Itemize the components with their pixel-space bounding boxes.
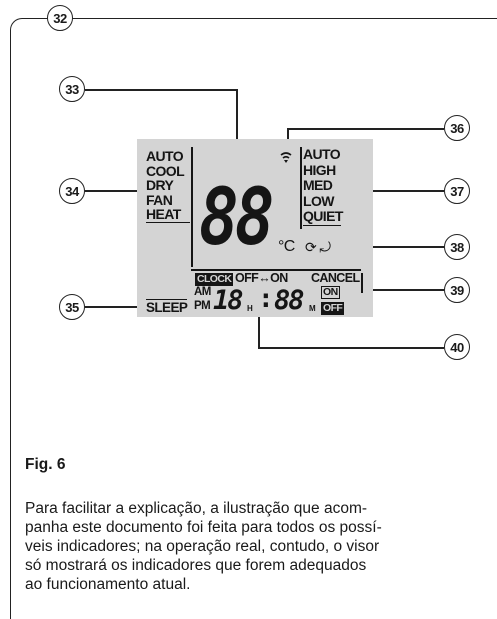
callout-32: 32 (47, 5, 73, 31)
fan-separator (300, 147, 302, 229)
temperature-digits: 88 (199, 171, 275, 263)
mode-fan: FAN (146, 191, 173, 208)
fan-quiet: QUIET (303, 208, 343, 226)
figure-frame (10, 18, 497, 619)
swing-icon: ⟳ ⤾ (305, 239, 331, 255)
callout-39: 39 (444, 277, 470, 303)
cancel-label: CANCEL (311, 271, 360, 285)
pm-label: PM (194, 300, 211, 312)
mode-cool: COOL (146, 162, 185, 179)
callout-37: 37 (444, 178, 470, 204)
fan-auto: AUTO (303, 146, 341, 162)
callout-33: 33 (59, 76, 85, 102)
fan-med: MED (303, 177, 333, 193)
fan-high: HIGH (303, 161, 336, 178)
time-colon: : (258, 284, 274, 314)
signal-icon (280, 152, 292, 163)
paragraph-line: veis indicadores; na operação real, cont… (25, 538, 380, 555)
mode-indicators: AUTO COOL DRY FAN HEAT (146, 149, 190, 223)
callout-34: 34 (59, 178, 85, 204)
leader-33-v (236, 89, 238, 185)
mode-separator (191, 147, 193, 267)
off-label: OFF (321, 302, 345, 315)
callout-36: 36 (444, 115, 470, 141)
callout-40: 40 (444, 334, 470, 360)
minute-unit: M (309, 304, 316, 313)
paragraph-line: Para facilitar a explicação, a ilustraçã… (25, 500, 368, 517)
hour-digits: 18 (213, 285, 243, 316)
fan-speed-indicators: AUTO HIGH MED LOW QUIET (303, 146, 343, 226)
leader-40-h (258, 347, 444, 349)
leader-34 (85, 190, 137, 192)
temperature-unit: °C (278, 238, 295, 255)
leader-38 (373, 246, 444, 248)
mode-dry: DRY (146, 177, 174, 193)
description-paragraph: Para facilitar a explicação, a ilustraçã… (25, 499, 495, 594)
callout-38: 38 (444, 234, 470, 260)
paragraph-line: só mostrará os indicadores que forem ade… (25, 557, 367, 574)
leader-36-h (287, 128, 444, 130)
figure-caption: Fig. 6 (25, 456, 66, 473)
hour-unit: H (247, 304, 253, 313)
leader-35 (85, 306, 137, 308)
sleep-label: SLEEP (146, 299, 188, 315)
mode-heat: HEAT (146, 207, 190, 223)
leader-37 (372, 190, 444, 192)
off-on-label: OFF↔ON (235, 271, 288, 285)
am-label: AM (194, 286, 211, 298)
leader-33-h (85, 89, 237, 91)
leader-39 (362, 289, 444, 291)
callout-35: 35 (59, 294, 85, 320)
lcd-display: AUTO COOL DRY FAN HEAT 88 °C AUTO HIGH M… (137, 139, 373, 317)
on-label: ON (321, 286, 340, 299)
fan-low: LOW (303, 192, 334, 209)
mode-auto: AUTO (146, 148, 184, 164)
clock-label: CLOCK (195, 273, 234, 286)
leader-40-v (258, 306, 260, 348)
timer-separator (191, 269, 361, 271)
minute-digits: 88 (274, 285, 304, 316)
bracket-vert (361, 279, 363, 293)
paragraph-line: ao funcionamento atual. (25, 576, 191, 593)
paragraph-line: panha este documento foi feita para todo… (25, 519, 382, 536)
